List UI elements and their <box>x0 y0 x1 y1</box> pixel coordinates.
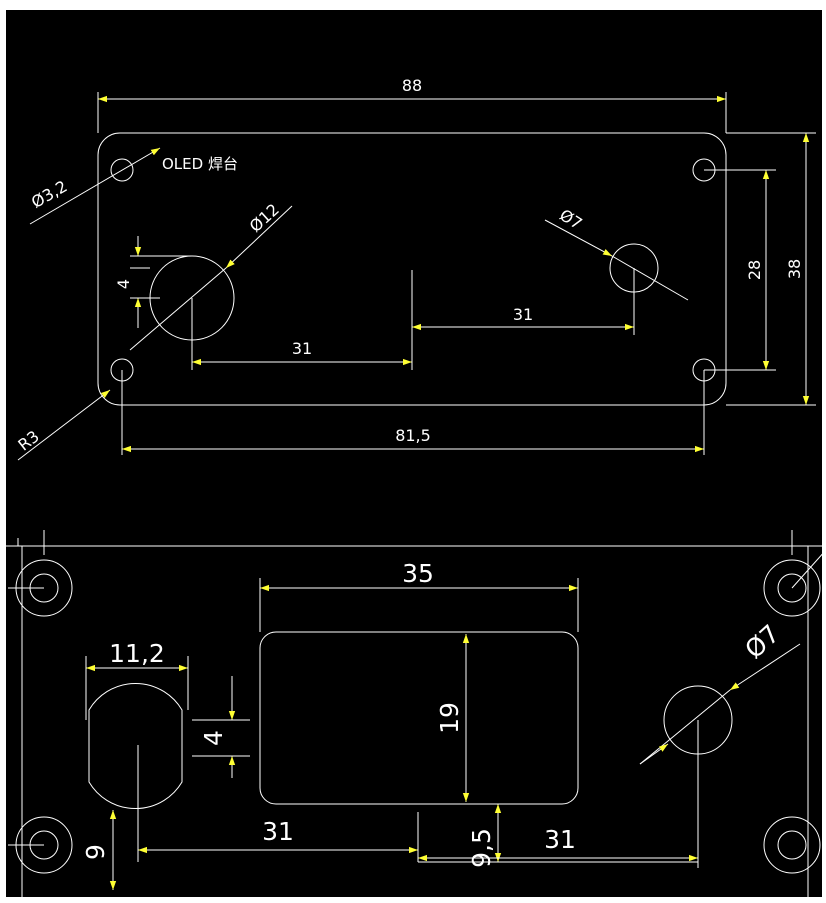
leader-d7-tail <box>611 255 689 301</box>
window-height-label: 19 <box>435 702 464 734</box>
image-border-top <box>0 0 826 10</box>
bottom-view <box>6 530 826 897</box>
leader-d7 <box>544 219 613 257</box>
dim-88-label: 88 <box>402 76 422 95</box>
image-border-bottom <box>0 897 826 903</box>
left-hole-width-label: 11,2 <box>109 639 165 668</box>
mount-hole-diameter-label: Ø3,2 <box>28 176 70 211</box>
dim-38-label: 38 <box>785 259 804 279</box>
large-hole-diameter-label: Ø12 <box>246 200 283 236</box>
image-border-right <box>822 0 826 903</box>
window-width-label: 35 <box>402 559 434 588</box>
dim-28-label: 28 <box>745 260 764 280</box>
image-border-left <box>0 0 6 903</box>
oled-label: OLED 焊台 <box>162 155 238 173</box>
dim-31-right-label: 31 <box>513 305 533 324</box>
right-hole-diameter-label: Ø7 <box>739 619 785 664</box>
bottom-hole-top-right-inner <box>777 573 807 603</box>
top-plate-outline <box>97 132 727 406</box>
leader-d12-tail <box>129 267 227 351</box>
top-view <box>17 92 816 461</box>
bottom-hole-top-right-outer <box>763 559 821 617</box>
left-cut-hole <box>88 683 183 809</box>
bottom-hole-bottom-right-inner <box>777 830 807 860</box>
leader-d3-2 <box>29 147 161 225</box>
leader-d7-bottom-tail <box>639 689 731 765</box>
window-bottom-offset-label: 9,5 <box>467 828 496 868</box>
display-window <box>259 631 579 805</box>
leader-r3 <box>17 389 111 461</box>
dim-31-left-label: 31 <box>292 339 312 358</box>
corner-radius-label: R3 <box>14 427 42 455</box>
dim-81-5-label: 81,5 <box>395 426 431 445</box>
dim-4-label: 4 <box>114 279 133 289</box>
mount-hole-top-left <box>110 158 134 182</box>
bottom-hole-bottom-right-outer <box>763 816 821 874</box>
left-hole-offset-label: 4 <box>199 730 228 746</box>
leader-d7-bottom <box>729 643 801 691</box>
left-hole-height-label: 9 <box>81 844 110 860</box>
dim-31-right-label: 31 <box>544 825 576 854</box>
small-hole-diameter-label: Ø7 <box>556 205 585 233</box>
dim-31-left-label: 31 <box>262 817 294 846</box>
leader-d12 <box>225 205 293 269</box>
